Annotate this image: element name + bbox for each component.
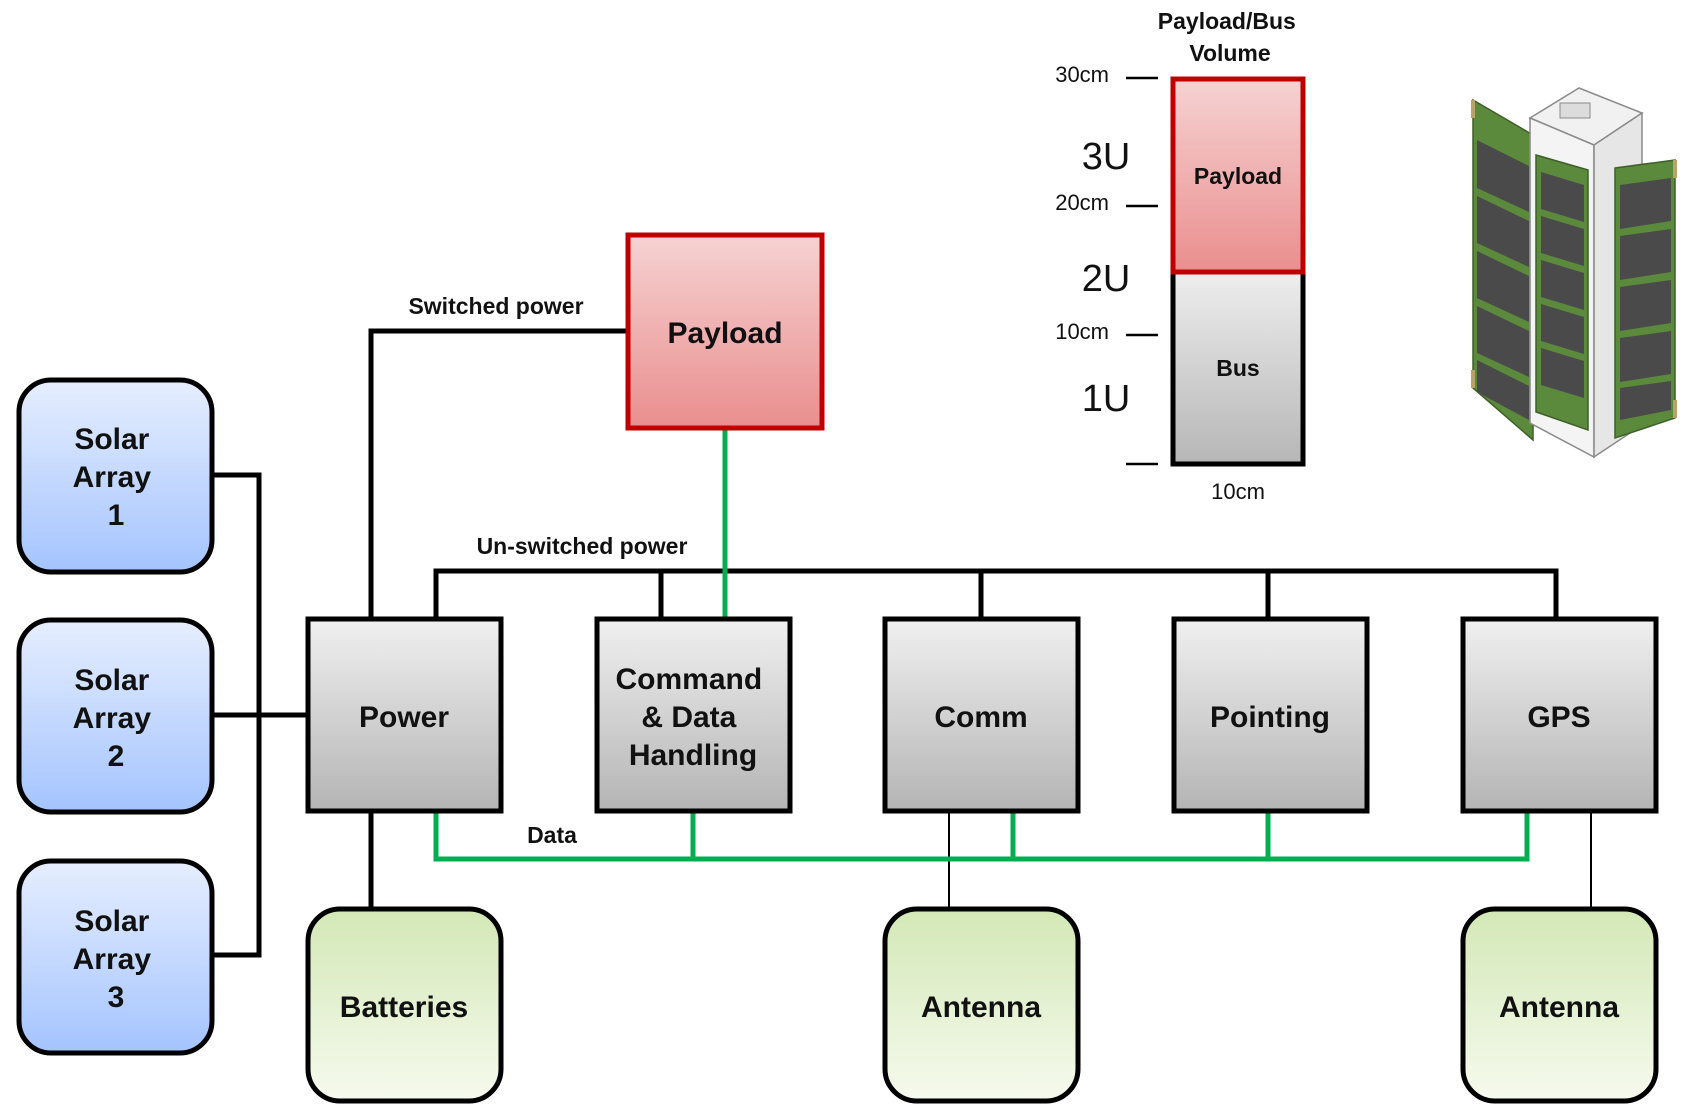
- bus-block: [1170, 268, 1306, 467]
- unit-3u: 3U: [1082, 136, 1131, 178]
- switched-power-wire: [368, 328, 628, 619]
- solar-array-3-line-1: Solar: [74, 905, 149, 938]
- subsystem-power-label: Power: [359, 701, 449, 734]
- tick-label-20cm: 20cm: [1055, 190, 1109, 215]
- solar-array-1-line-2: Array: [73, 461, 152, 494]
- subsystem-comm: Comm: [882, 616, 1081, 814]
- payload-block: [1170, 76, 1306, 275]
- svg-text:Solar Array 3: Solar Array 3: [73, 905, 160, 1014]
- solar-array-2-line-2: Array: [73, 702, 152, 735]
- cdh-line-1: Command: [615, 663, 762, 696]
- subsystem-pointing-label: Pointing: [1210, 701, 1330, 734]
- comm-antenna-label: Antenna: [921, 991, 1041, 1024]
- subsystem-command-data-handling: Command & Data Handling: [594, 616, 793, 814]
- cubesat-icon: [1471, 87, 1677, 459]
- volume-chart-title-line-1: Payload/Bus: [1158, 8, 1296, 34]
- gps-antenna-label: Antenna: [1499, 991, 1619, 1024]
- unswitched-power-bus: [433, 568, 1559, 619]
- solar-array-3-line-2: Array: [73, 943, 152, 976]
- bus-block-label: Bus: [1216, 355, 1259, 381]
- data-wires: [433, 428, 1530, 862]
- payload-label: Payload: [667, 317, 782, 350]
- switched-power-label: Switched power: [408, 293, 583, 319]
- volume-ticks: [1126, 76, 1158, 466]
- volume-chart-title-line-2: Volume: [1189, 40, 1270, 66]
- solar-array-2-line-3: 2: [108, 740, 125, 773]
- unit-1u: 1U: [1082, 378, 1131, 420]
- solar-array-1: Solar Array 1: [16, 377, 215, 575]
- tick-label-30cm: 30cm: [1055, 62, 1109, 87]
- solar-array-1-line-1: Solar: [74, 423, 149, 456]
- svg-text:Solar Array 2: Solar Array 2: [73, 664, 160, 773]
- subsystem-gps: GPS: [1460, 616, 1659, 814]
- svg-text:Command & Data Han: Command & Data Handling: [615, 663, 770, 772]
- batteries-label: Batteries: [340, 991, 468, 1024]
- subsystem-pointing: Pointing: [1171, 616, 1370, 814]
- solar-array-1-line-3: 1: [108, 499, 125, 532]
- svg-text:Payload/Bus Volume: Payload/Bus Volume: [1158, 8, 1302, 66]
- cdh-line-3: Handling: [629, 739, 757, 772]
- cdh-line-2: & Data: [641, 701, 736, 734]
- power-wires: [212, 328, 1559, 958]
- data-bus: [433, 811, 1530, 862]
- comm-antenna-box: Antenna: [882, 906, 1081, 1104]
- solar-array-2: Solar Array 2: [16, 617, 215, 815]
- solar-array-3-line-3: 3: [108, 981, 125, 1014]
- gps-antenna-box: Antenna: [1460, 906, 1659, 1104]
- data-label: Data: [527, 822, 577, 848]
- subsystem-power: Power: [305, 616, 504, 814]
- solar-array-3: Solar Array 3: [16, 858, 215, 1056]
- tick-label-10cm: 10cm: [1055, 319, 1109, 344]
- width-label: 10cm: [1211, 479, 1265, 504]
- payload-box: Payload: [625, 232, 825, 431]
- payload-block-label: Payload: [1194, 163, 1282, 189]
- svg-text:Solar Array 1: Solar Array 1: [73, 423, 160, 532]
- subsystem-gps-label: GPS: [1527, 701, 1590, 734]
- solar-array-2-line-1: Solar: [74, 664, 149, 697]
- unit-2u: 2U: [1082, 258, 1131, 300]
- subsystem-comm-label: Comm: [934, 701, 1027, 734]
- batteries-box: Batteries: [305, 906, 504, 1104]
- unswitched-power-label: Un-switched power: [477, 533, 688, 559]
- volume-chart: Payload/Bus Volume 30cm 20cm 10cm 3U 2U …: [1055, 8, 1306, 504]
